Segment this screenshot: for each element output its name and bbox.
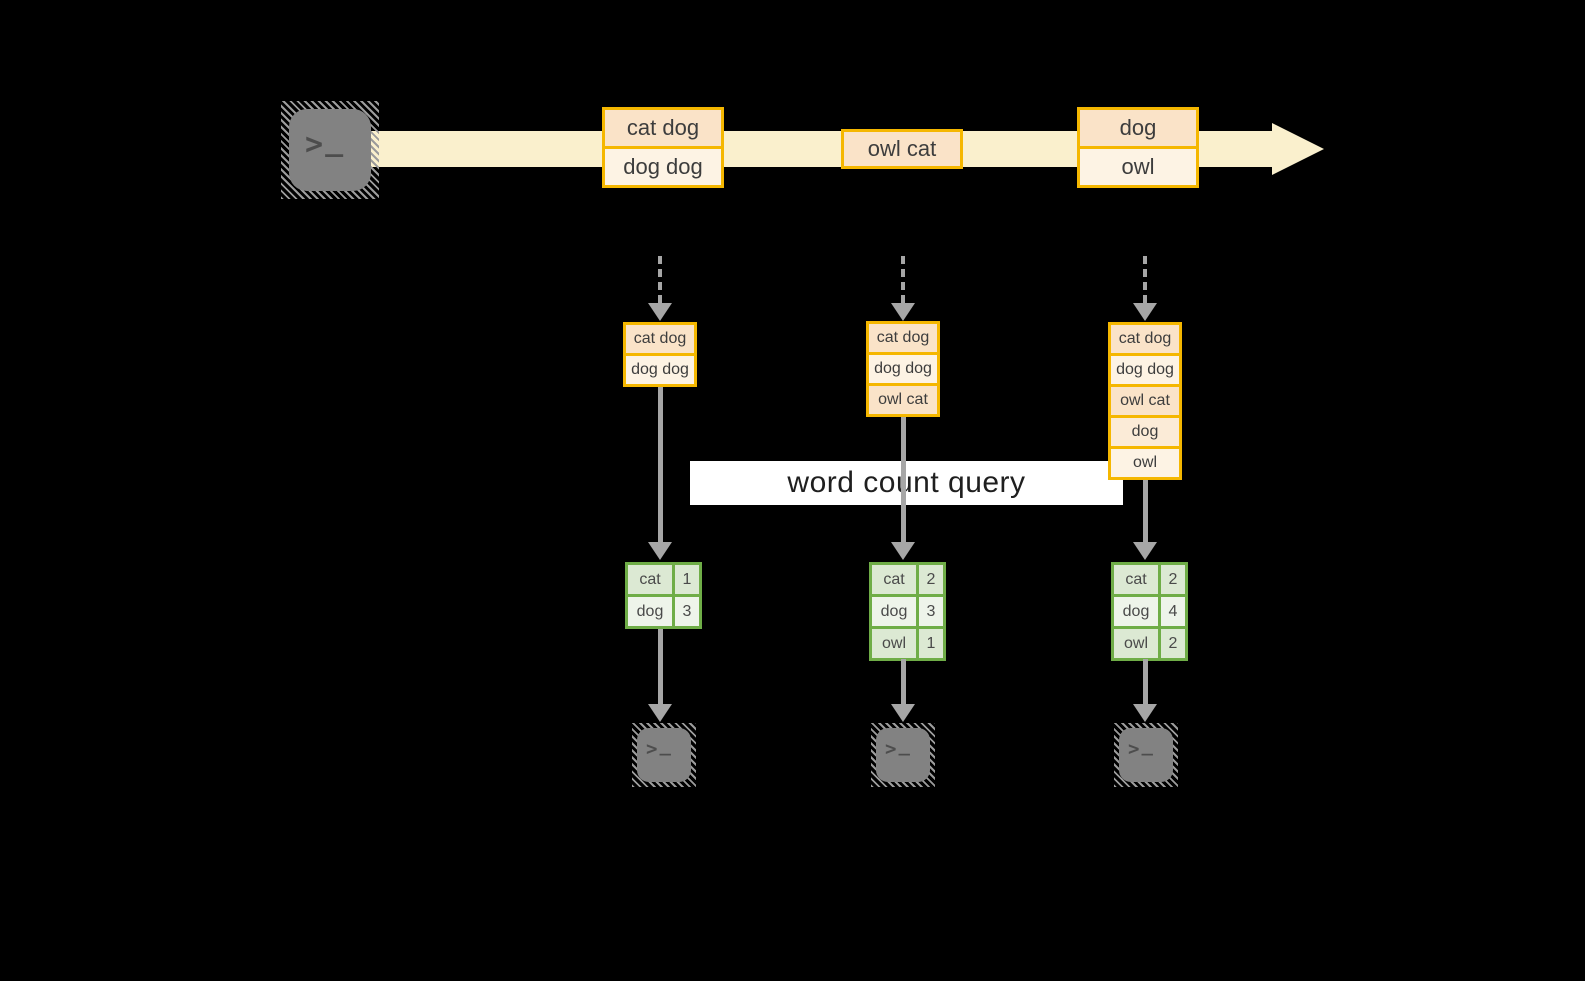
count-cell: 4 xyxy=(1161,597,1185,626)
arrow-down-icon xyxy=(1133,659,1157,722)
stream-batch-2: owl cat xyxy=(841,129,963,169)
word-cell: dog xyxy=(872,597,916,626)
count-cell: 1 xyxy=(675,565,699,594)
count-cell: 2 xyxy=(1161,565,1185,594)
arrow-head xyxy=(648,704,672,722)
prompt-glyph: > xyxy=(646,738,658,760)
record: dog xyxy=(1111,418,1179,446)
record: owl cat xyxy=(1111,387,1179,415)
prompt-glyph: > xyxy=(305,127,324,162)
stream-batch-3: dog owl xyxy=(1077,107,1199,188)
count-table-3: cat 2 dog 4 owl 2 xyxy=(1111,562,1188,661)
word-cell: cat xyxy=(628,565,672,594)
terminal-sink-screen: > _ xyxy=(1119,728,1173,782)
record: dog dog xyxy=(605,149,721,185)
terminal-sink-screen: > _ xyxy=(637,728,691,782)
dashed-arrow-down-icon xyxy=(891,256,915,321)
arrow-down-icon xyxy=(891,417,915,560)
count-table-2: cat 2 dog 3 owl 1 xyxy=(869,562,946,661)
dashed-arrow-down-icon xyxy=(648,256,672,321)
arrow-down-icon xyxy=(648,387,672,560)
record: dog dog xyxy=(1111,356,1179,384)
terminal-sink-icon: > _ xyxy=(871,723,935,787)
record: owl xyxy=(1080,149,1196,185)
prompt-glyph: > xyxy=(1128,738,1140,760)
arrow-head xyxy=(1133,704,1157,722)
arrow-line xyxy=(657,387,663,542)
record: owl cat xyxy=(869,386,937,414)
record: owl xyxy=(1111,449,1179,477)
stream-arrowhead-icon xyxy=(1272,123,1324,175)
word-cell: dog xyxy=(628,597,672,626)
record: cat dog xyxy=(605,110,721,146)
input-stack-2: cat dog dog dog owl cat xyxy=(866,321,940,417)
count-cell: 1 xyxy=(919,629,943,658)
record: cat dog xyxy=(1111,325,1179,353)
arrow-head xyxy=(891,542,915,560)
arrow-line xyxy=(901,256,905,303)
record: cat dog xyxy=(869,324,937,352)
word-cell: dog xyxy=(1114,597,1158,626)
cursor-glyph: _ xyxy=(1141,734,1153,756)
stream-batch-1: cat dog dog dog xyxy=(602,107,724,188)
record: dog dog xyxy=(626,356,694,384)
terminal-sink-screen: > _ xyxy=(876,728,930,782)
arrow-down-icon xyxy=(1133,480,1157,560)
arrow-line xyxy=(900,659,906,704)
terminal-sink-icon: > _ xyxy=(1114,723,1178,787)
arrow-down-icon xyxy=(891,659,915,722)
arrow-line xyxy=(1142,659,1148,704)
arrow-head xyxy=(891,704,915,722)
arrow-head xyxy=(648,542,672,560)
arrow-head xyxy=(1133,303,1157,321)
word-cell: owl xyxy=(1114,629,1158,658)
arrow-head xyxy=(648,303,672,321)
arrow-line xyxy=(658,256,662,303)
word-cell: owl xyxy=(872,629,916,658)
query-label-band: word count query xyxy=(690,461,1123,505)
arrow-line xyxy=(1143,256,1147,303)
record: cat dog xyxy=(626,325,694,353)
record: owl cat xyxy=(844,132,960,166)
terminal-sink-icon: > _ xyxy=(632,723,696,787)
arrow-line xyxy=(1142,480,1148,542)
word-cell: cat xyxy=(872,565,916,594)
dashed-arrow-down-icon xyxy=(1133,256,1157,321)
terminal-source-icon: > _ xyxy=(281,101,379,199)
cursor-glyph: _ xyxy=(659,734,671,756)
count-cell: 3 xyxy=(675,597,699,626)
input-stack-3: cat dog dog dog owl cat dog owl xyxy=(1108,322,1182,480)
arrow-down-icon xyxy=(648,629,672,722)
query-label: word count query xyxy=(787,466,1026,499)
arrow-head xyxy=(891,303,915,321)
count-table-1: cat 1 dog 3 xyxy=(625,562,702,629)
count-cell: 3 xyxy=(919,597,943,626)
input-stack-1: cat dog dog dog xyxy=(623,322,697,387)
cursor-glyph: _ xyxy=(325,123,344,158)
prompt-glyph: > xyxy=(885,738,897,760)
arrow-line xyxy=(900,417,906,542)
terminal-source-screen: > _ xyxy=(289,109,371,191)
word-cell: cat xyxy=(1114,565,1158,594)
record: dog xyxy=(1080,110,1196,146)
arrow-head xyxy=(1133,542,1157,560)
count-cell: 2 xyxy=(919,565,943,594)
record: dog dog xyxy=(869,355,937,383)
arrow-line xyxy=(657,629,663,704)
count-cell: 2 xyxy=(1161,629,1185,658)
cursor-glyph: _ xyxy=(898,734,910,756)
